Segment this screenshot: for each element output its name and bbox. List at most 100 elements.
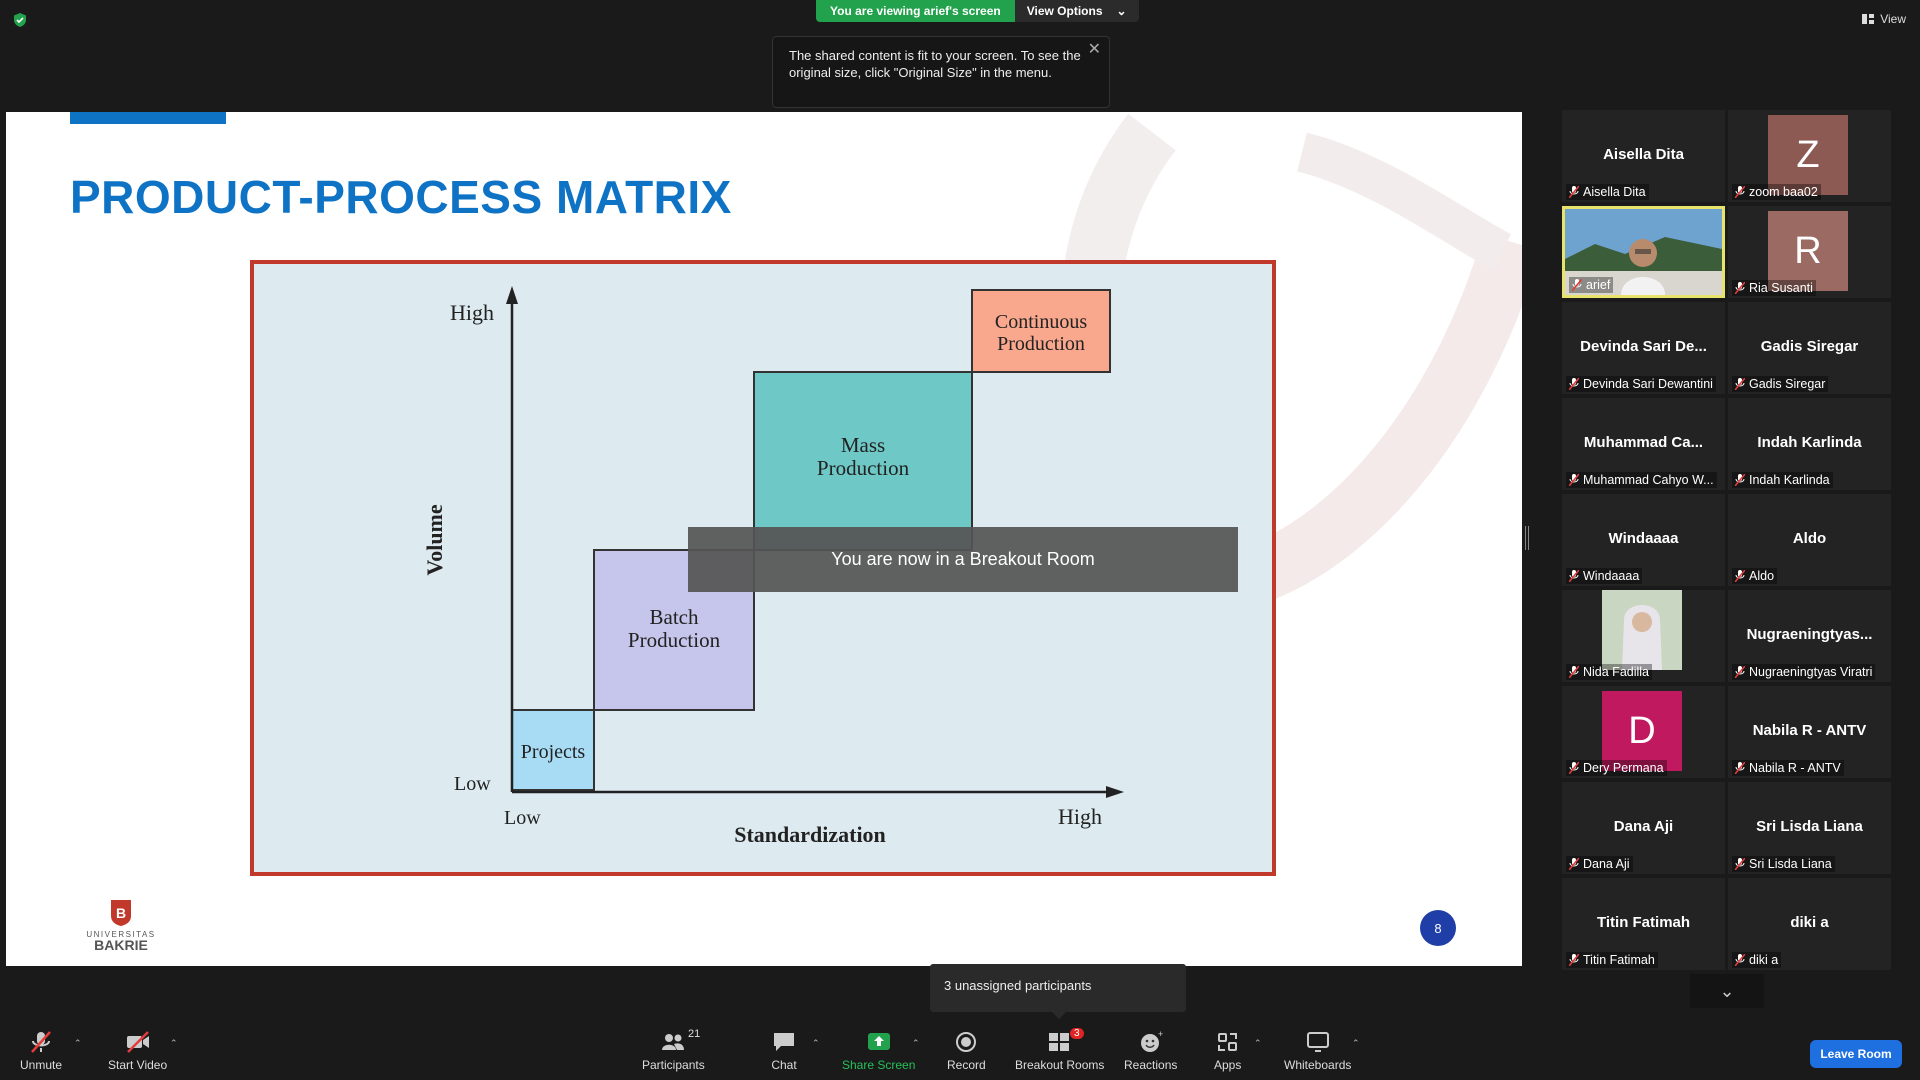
video-options-caret[interactable]: ⌃ xyxy=(170,1038,178,1048)
unmute-button[interactable]: Unmute xyxy=(20,1030,62,1072)
view-options-label: View Options xyxy=(1026,4,1103,18)
start-video-button[interactable]: Start Video xyxy=(108,1030,167,1072)
grid-icon xyxy=(1862,14,1875,24)
audio-options-caret[interactable]: ⌃ xyxy=(74,1038,82,1048)
mic-muted-icon xyxy=(1735,474,1745,486)
participant-name: Dana Aji xyxy=(1583,857,1630,871)
record-button[interactable]: Record xyxy=(947,1030,986,1072)
participant-display-name: Dana Aji xyxy=(1613,818,1674,835)
participants-label: Participants xyxy=(642,1058,705,1072)
unmute-label: Unmute xyxy=(20,1058,63,1072)
x-axis-label: Standardization xyxy=(734,822,886,847)
view-button[interactable]: View xyxy=(1862,12,1906,26)
x-low-label: Low xyxy=(504,807,541,829)
participant-avatar-photo xyxy=(1602,590,1682,670)
gallery-scroll-down-button[interactable]: ⌄ xyxy=(1690,974,1764,1008)
mic-muted-icon xyxy=(1569,954,1579,966)
mic-muted-icon xyxy=(1735,282,1745,294)
breakout-rooms-label: Breakout Rooms xyxy=(1015,1058,1105,1072)
participant-tile[interactable]: Muhammad Ca... Muhammad Cahyo W... xyxy=(1562,398,1725,490)
viewing-label: You are viewing arief's screen xyxy=(816,0,1015,22)
participant-name: Indah Karlinda xyxy=(1749,473,1830,487)
participant-tile[interactable]: arief xyxy=(1562,206,1725,298)
chat-button[interactable]: Chat xyxy=(771,1030,797,1072)
svg-text:+: + xyxy=(1158,1030,1163,1039)
chat-label: Chat xyxy=(771,1058,797,1072)
reactions-button[interactable]: + Reactions xyxy=(1124,1030,1177,1072)
breakout-rooms-button[interactable]: 3 Breakout Rooms xyxy=(1015,1028,1105,1072)
whiteboard-icon xyxy=(1306,1032,1329,1052)
participant-avatar: Z xyxy=(1768,115,1848,195)
y-high-label: High xyxy=(450,300,494,325)
reactions-label: Reactions xyxy=(1124,1058,1178,1072)
leave-room-button[interactable]: Leave Room xyxy=(1810,1040,1902,1068)
x-high-label: High xyxy=(1058,804,1102,829)
mass-box xyxy=(753,371,973,551)
whiteboard-options-caret[interactable]: ⌃ xyxy=(1352,1038,1360,1048)
mic-muted-icon xyxy=(1569,858,1579,870)
shared-slide: PRODUCT-PROCESS MATRIX High Low Volume L… xyxy=(6,112,1522,966)
close-icon[interactable]: ✕ xyxy=(1087,41,1101,58)
view-options-button[interactable]: View Options ⌄ xyxy=(1014,0,1139,22)
participant-name: Sri Lisda Liana xyxy=(1749,857,1832,871)
participant-name: Aldo xyxy=(1749,569,1775,583)
participant-tile[interactable]: Devinda Sari De...Devinda Sari Dewantini xyxy=(1562,302,1725,394)
participant-avatar: D xyxy=(1602,691,1682,771)
chat-options-caret[interactable]: ⌃ xyxy=(812,1038,820,1048)
apps-options-caret[interactable]: ⌃ xyxy=(1254,1038,1262,1048)
participant-name-label: Indah Karlinda xyxy=(1732,472,1833,488)
share-options-caret[interactable]: ⌃ xyxy=(912,1038,920,1048)
participant-name: Muhammad Cahyo W... xyxy=(1583,473,1714,487)
participant-display-name: Aldo xyxy=(1792,530,1827,547)
panel-resize-handle[interactable] xyxy=(1525,526,1529,550)
y-axis-label: Volume xyxy=(422,504,447,576)
apps-button[interactable]: Apps xyxy=(1214,1030,1241,1072)
shield-icon[interactable] xyxy=(12,12,28,28)
participant-name: Nabila R - ANTV xyxy=(1749,761,1841,775)
whiteboards-button[interactable]: Whiteboards xyxy=(1284,1030,1351,1072)
participant-name-label: zoom baa02 xyxy=(1732,184,1821,200)
participant-name-label: Devinda Sari Dewantini xyxy=(1566,376,1716,392)
y-low-label: Low xyxy=(454,773,491,795)
projects-label: Projects xyxy=(521,741,586,763)
participant-display-name: Sri Lisda Liana xyxy=(1756,818,1863,835)
apps-label: Apps xyxy=(1214,1058,1242,1072)
participant-tile[interactable]: Nida Fadilla xyxy=(1562,590,1725,682)
participant-name: Nugraeningtyas Viratri xyxy=(1749,665,1873,679)
video-off-icon xyxy=(126,1031,149,1053)
participants-icon xyxy=(662,1034,685,1050)
participant-display-name: Muhammad Ca... xyxy=(1583,434,1704,451)
mic-muted-icon xyxy=(1572,279,1582,291)
mic-muted-icon xyxy=(1735,570,1745,582)
batch-label-1: Batch xyxy=(650,605,699,629)
unassigned-participants-popup[interactable]: 3 unassigned participants xyxy=(930,964,1186,1019)
participant-display-name: Titin Fatimah xyxy=(1596,914,1691,931)
participant-video xyxy=(1565,209,1722,295)
participant-name: Devinda Sari Dewantini xyxy=(1583,377,1713,391)
share-screen-button[interactable]: Share Screen xyxy=(842,1030,915,1072)
mic-muted-icon xyxy=(1735,186,1745,198)
participant-tile[interactable]: Nugraeningtyas...Nugraeningtyas Viratri xyxy=(1728,590,1891,682)
participant-name-label: Aisella Dita xyxy=(1566,184,1649,200)
participant-name: diki a xyxy=(1749,953,1779,967)
tooltip-text: The shared content is fit to your screen… xyxy=(789,48,1081,80)
continuous-label-2: Production xyxy=(997,333,1085,355)
participant-name-label: Titin Fatimah xyxy=(1566,952,1658,968)
view-label: View xyxy=(1880,12,1906,26)
breakout-rooms-icon xyxy=(1048,1033,1069,1051)
participants-button[interactable]: 21 Participants xyxy=(642,1028,705,1072)
chevron-down-icon: ⌄ xyxy=(1116,4,1127,18)
